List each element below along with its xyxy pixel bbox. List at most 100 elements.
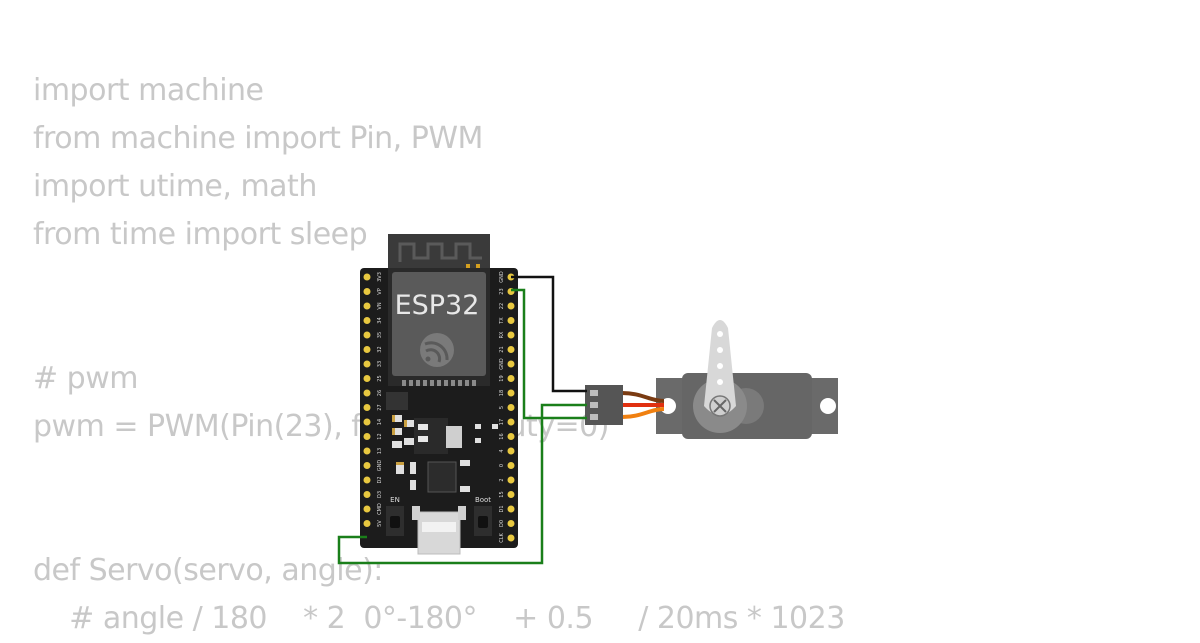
led-2: [476, 264, 480, 268]
left-pin[interactable]: [363, 331, 371, 339]
right-pin-label: 4: [499, 449, 505, 452]
left-pin[interactable]: [363, 302, 371, 310]
left-pin-label: GND: [377, 460, 383, 472]
horn-hole-2: [717, 347, 723, 353]
shield-pads: [402, 380, 476, 386]
gnd-wire: [511, 275, 587, 393]
right-pin-label: GND: [499, 358, 505, 370]
left-pin[interactable]: [363, 418, 371, 426]
right-pin[interactable]: [507, 476, 515, 484]
left-pin[interactable]: [363, 404, 371, 411]
right-pin-label: 0: [499, 464, 505, 467]
right-pin[interactable]: [507, 389, 515, 397]
shield-can: [392, 272, 486, 376]
right-pin-label: D0: [499, 520, 505, 527]
right-pin[interactable]: [507, 418, 515, 426]
left-pin[interactable]: [363, 447, 371, 455]
right-pin[interactable]: [507, 447, 515, 455]
smd-components: [386, 392, 498, 493]
right-pin-label: 21: [499, 346, 505, 352]
right-pin[interactable]: [507, 346, 515, 353]
boot-button[interactable]: [474, 506, 492, 536]
board-name: ESP32: [395, 290, 480, 321]
screw-cross: [713, 399, 727, 413]
antenna-trace: [398, 242, 482, 262]
usb-connector-icon: [412, 506, 466, 555]
left-pin-label: 25: [377, 375, 383, 381]
right-pin-label: 17: [499, 419, 505, 425]
left-pin[interactable]: [363, 317, 371, 324]
left-pin[interactable]: [363, 346, 371, 353]
right-pin-label: 18: [499, 390, 505, 396]
led-1: [466, 264, 470, 268]
right-pin[interactable]: [507, 317, 515, 324]
esp32-board[interactable]: ESP32: [360, 234, 518, 555]
right-pin-label: 19: [499, 375, 505, 381]
right-pin[interactable]: [507, 505, 515, 513]
left-pin[interactable]: [363, 273, 371, 281]
right-pin[interactable]: [507, 462, 515, 469]
boot-label: Boot: [475, 496, 491, 504]
right-pin-label: RX: [499, 331, 505, 338]
code-line: def Servo(servo, angle):: [33, 553, 383, 588]
left-pin-label: 12: [377, 433, 383, 439]
horn-hole-4: [717, 379, 723, 385]
right-pin[interactable]: [507, 360, 515, 368]
left-pin-label: VP: [377, 288, 383, 294]
left-pin-label: 27: [377, 404, 383, 410]
en-button[interactable]: [386, 506, 404, 536]
right-pin[interactable]: [507, 491, 515, 498]
left-pin-label: 35: [377, 332, 383, 338]
right-pin[interactable]: [507, 520, 515, 527]
right-pin-label: CLK: [499, 533, 505, 543]
servo-motor[interactable]: [656, 320, 838, 439]
left-pin[interactable]: [363, 476, 371, 484]
left-pin[interactable]: [363, 520, 371, 527]
horn-hole-1: [717, 331, 723, 337]
left-pin[interactable]: [363, 375, 371, 382]
right-pin[interactable]: [507, 404, 515, 411]
signal-wire-pin23: [511, 288, 587, 420]
right-pin-label: GND: [499, 271, 505, 283]
right-pin[interactable]: [507, 534, 515, 542]
left-pin-label: CMD: [377, 503, 383, 515]
servo-connector: [585, 385, 623, 425]
right-pin[interactable]: [507, 331, 515, 339]
right-pin-label: 5: [499, 406, 505, 409]
left-pin[interactable]: [363, 505, 371, 513]
left-pin-label: D3: [377, 491, 383, 498]
code-line: import machine: [33, 73, 264, 108]
servo-cable: [621, 391, 665, 419]
code-line: # pwm: [33, 361, 138, 396]
left-pin[interactable]: [363, 288, 371, 295]
left-pin[interactable]: [363, 360, 371, 368]
left-pin-label: 14: [377, 419, 383, 425]
left-pin[interactable]: [363, 389, 371, 397]
left-pin[interactable]: [363, 462, 371, 469]
left-pin-label: 34: [377, 317, 383, 323]
horn-hole-3: [717, 363, 723, 369]
left-pin-label: 33: [377, 361, 383, 367]
right-pin[interactable]: [507, 302, 515, 310]
left-pin-label: 26: [377, 390, 383, 396]
right-pin-label: 23: [499, 288, 505, 294]
right-pin-label: 2: [499, 478, 505, 481]
left-pin-label: VN: [377, 302, 383, 309]
left-pin[interactable]: [363, 433, 371, 440]
right-pin-label: 16: [499, 433, 505, 439]
right-pin-label: 15: [499, 491, 505, 497]
left-pin-label: 32: [377, 346, 383, 352]
right-pin-label: TX: [499, 317, 505, 325]
mount-hole-right: [820, 398, 836, 414]
espressif-logo-icon: [420, 333, 454, 367]
right-pin[interactable]: [507, 375, 515, 382]
code-line: import utime, math: [33, 169, 317, 204]
code-line: from machine import Pin, PWM: [33, 121, 483, 156]
code-line: from time import sleep: [33, 217, 368, 252]
left-pin[interactable]: [363, 491, 371, 498]
right-pin[interactable]: [507, 433, 515, 440]
right-pin-label: 22: [499, 303, 505, 309]
en-label: EN: [390, 496, 400, 504]
